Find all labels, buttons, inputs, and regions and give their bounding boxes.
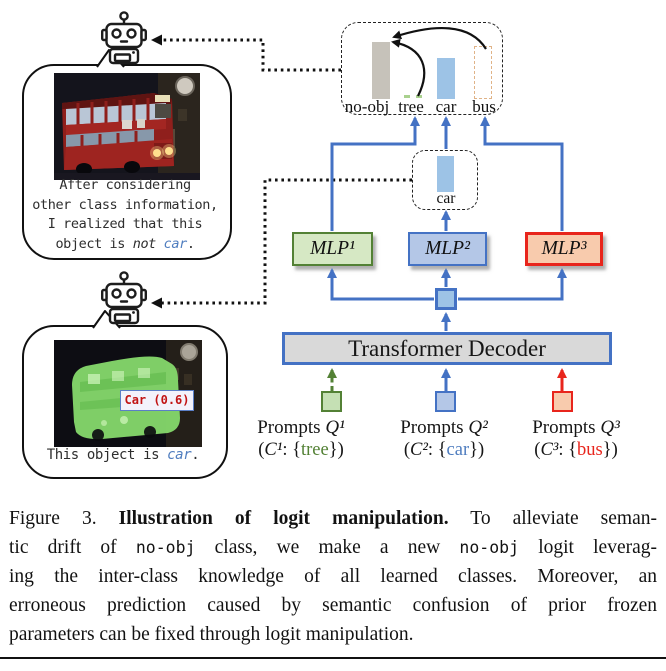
dashed-arrow-to-robot-top <box>151 34 341 72</box>
bubble-top-text: After considering other class informatio… <box>22 176 228 254</box>
logit-label-tree: tree <box>398 97 424 116</box>
prompt-line2: (C²: {car}) <box>403 440 485 460</box>
prompt-caption-3: Prompts Q³ (C³: {bus}) <box>496 417 656 461</box>
bubble-bottom-text: This object is car. <box>46 447 200 463</box>
prompt-square-car <box>435 391 456 412</box>
figure-caption: Figure 3. Illustration of logit manipula… <box>9 504 657 649</box>
robot-icon <box>101 11 147 65</box>
prompt-caption-1: Prompts Q¹ (C¹: {tree}) <box>221 417 381 461</box>
mlp2-box: MLP² <box>408 232 487 266</box>
flow-mlp3-to-logits <box>480 116 564 231</box>
night-bus-photo <box>54 73 200 180</box>
logit-label-car: car <box>435 97 457 116</box>
class-car: car <box>446 440 470 460</box>
speech-bubble-bottom: Car (0.6) This object is car. <box>22 325 228 479</box>
curved-arrow-tree-to-noobj <box>391 38 426 97</box>
car-word: car <box>167 447 192 463</box>
bubble-top-line3: I realized that this <box>47 216 203 232</box>
not-word: not <box>132 235 157 252</box>
bubble-top-line4: object is not car. <box>55 235 195 252</box>
query-logit-label: car <box>436 190 456 207</box>
class-tree: tree <box>300 440 329 460</box>
prompt-line2: (C³: {bus}) <box>534 440 618 460</box>
speech-bubble-top: After considering other class informatio… <box>22 64 232 260</box>
caption-line: erroneous prediction caused by semantic … <box>9 595 657 616</box>
mlp1-box: MLP¹ <box>292 232 373 266</box>
curved-arrow-bus-to-noobj <box>392 27 487 50</box>
mlp3-box: MLP³ <box>525 232 603 266</box>
bubble-top-line1: After considering <box>59 177 191 193</box>
prompt-line1: Prompts Q² <box>400 417 488 438</box>
bubble-top-line2: other class information, <box>32 196 218 213</box>
flow-mlp1-to-logits <box>330 116 420 231</box>
query-logit-bar <box>437 156 454 192</box>
flow-fusion-to-mlp1 <box>327 268 434 301</box>
bottom-rule <box>0 657 666 659</box>
robot-icon <box>101 271 147 325</box>
prompt-line1: Prompts Q³ <box>532 417 620 438</box>
logit-bar-car <box>437 58 455 99</box>
prompt-caption-2: Prompts Q² (C²: {car}) <box>364 417 524 461</box>
detection-badge: Car (0.6) <box>120 390 194 411</box>
caption-line: Figure 3. Illustration of logit manipula… <box>9 508 657 529</box>
car-word: car <box>163 235 188 252</box>
prompt-line2: (C¹: {tree}) <box>258 440 344 460</box>
prompt-line1: Prompts Q¹ <box>257 417 345 438</box>
logit-tick-tree <box>404 95 422 98</box>
caption-line: parameters can be fixed through logit ma… <box>9 624 414 645</box>
prompt-square-tree <box>321 391 342 412</box>
dashed-arrow-to-robot-bottom <box>151 178 412 309</box>
prompt-square-bus <box>552 391 573 412</box>
logit-label-bus: bus <box>472 97 496 116</box>
flow-fusion-to-mlp3 <box>458 268 567 301</box>
query-fusion-node <box>435 288 457 310</box>
class-bus: bus <box>576 440 603 460</box>
caption-line: ing the inter-class knowledge of all lea… <box>9 566 657 587</box>
logit-label-noobj: no-obj <box>344 97 390 116</box>
logit-bar-noobj <box>372 42 390 99</box>
transformer-decoder-box: Transformer Decoder <box>282 332 612 365</box>
caption-line: tic drift of no-obj class, we make a new… <box>9 537 657 558</box>
